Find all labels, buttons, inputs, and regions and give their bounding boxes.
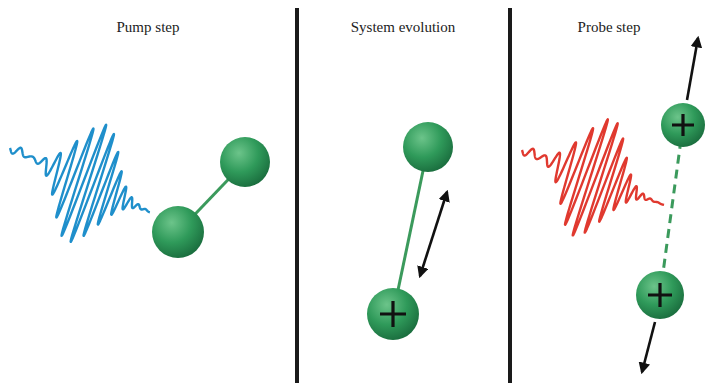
atom-sphere [220,137,270,187]
atom-sphere [661,103,705,147]
atom-sphere [636,271,684,319]
charge-symbol [648,283,672,307]
atom-sphere [220,137,270,187]
laser-pulse [10,125,150,242]
panel-title: System evolution [351,19,456,35]
atom-sphere [403,122,453,172]
motion-arrow [420,192,447,276]
panel-title: Pump step [117,19,180,35]
atom-sphere [367,288,419,340]
panel-divider [295,8,299,383]
charge-symbol [672,114,694,136]
panel-title: Probe step [578,18,641,36]
atom-sphere [152,206,204,258]
panel-title: System evolution [351,18,456,36]
atom-sphere [367,288,419,340]
atom-sphere [661,103,705,147]
laser-pulse [522,119,664,235]
panel-divider [508,8,512,383]
charge-symbol [380,301,406,327]
panel-title: Probe step [578,19,641,35]
atom-sphere [403,122,453,172]
motion-arrow [687,38,698,100]
atom-sphere [152,206,204,258]
panel-title: Pump step [117,18,180,36]
molecular-bond [660,125,683,295]
atom-sphere [636,271,684,319]
motion-arrow [642,322,655,372]
